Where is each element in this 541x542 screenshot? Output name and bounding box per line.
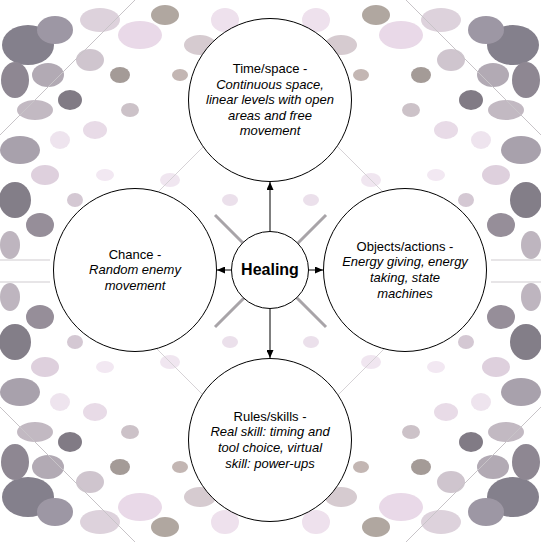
- arrow-connector: [270, 309, 271, 358]
- arrow-connector: [217, 270, 231, 271]
- node-body: Energy giving, energy taking, state mach…: [341, 254, 469, 301]
- aspect-circle: Time/space -Continuous space, linear lev…: [188, 18, 352, 182]
- text-stack: Objects/actions -Energy giving, energy t…: [341, 188, 469, 352]
- text-stack: Healing: [235, 231, 305, 309]
- node-heading: Time/space -: [233, 61, 308, 77]
- text-stack: Rules/skills -Real skill: timing and too…: [206, 358, 334, 522]
- aspect-circle: Rules/skills -Real skill: timing and too…: [188, 358, 352, 522]
- aspect-circle: Chance -Random enemy movement: [53, 188, 217, 352]
- node-heading: Rules/skills -: [234, 409, 307, 425]
- node-heading: Healing: [241, 260, 299, 279]
- node-body: Real skill: timing and tool choice, virt…: [206, 424, 334, 471]
- node-body: Continuous space, linear levels with ope…: [206, 77, 334, 139]
- arrow-connector: [270, 182, 271, 231]
- text-stack: Time/space -Continuous space, linear lev…: [206, 18, 334, 182]
- center-circle: Healing: [231, 231, 309, 309]
- node-body: Random enemy movement: [71, 262, 199, 293]
- aspect-circle: Objects/actions -Energy giving, energy t…: [323, 188, 487, 352]
- node-heading: Chance -: [109, 247, 162, 263]
- arrow-connector: [309, 270, 323, 271]
- node-heading: Objects/actions -: [357, 239, 454, 255]
- text-stack: Chance -Random enemy movement: [71, 188, 199, 352]
